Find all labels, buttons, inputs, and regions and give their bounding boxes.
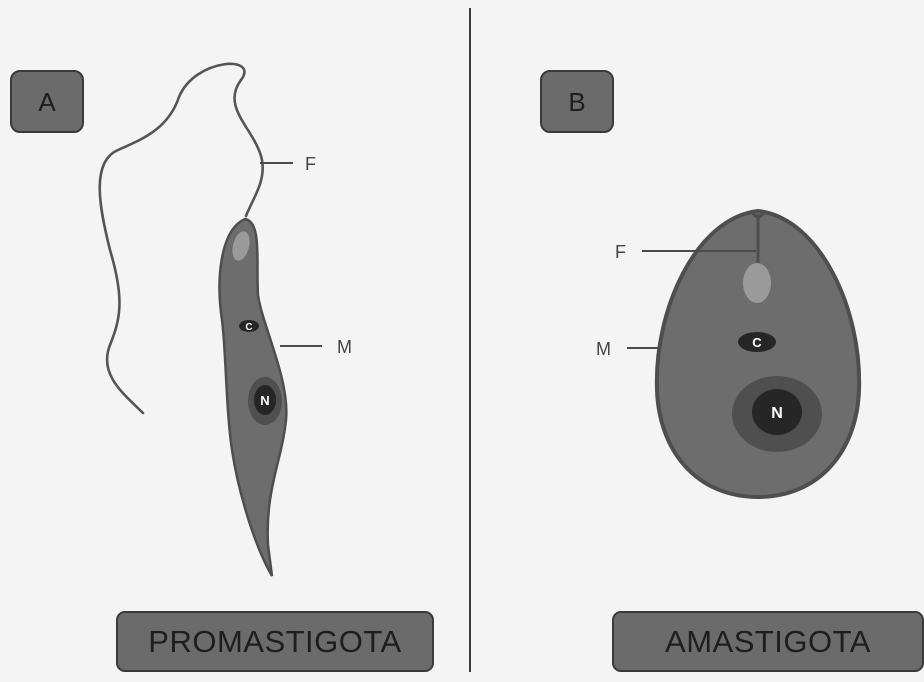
amastigote-flagellar-pocket [743, 263, 771, 303]
amastigote-nucleus-label: N [771, 405, 783, 422]
panel-a-badge: A [11, 71, 83, 132]
promastigote-kinetoplast-label: C [245, 322, 252, 333]
panel-a: A C N F M PROMASTIGOTA [11, 64, 433, 671]
promastigote-flagellum-callout: F [305, 154, 316, 174]
panel-b-title: AMASTIGOTA [665, 624, 871, 659]
panel-b-badge: B [541, 71, 613, 132]
panel-b: B C N F M AMASTIGOTA [541, 71, 923, 671]
promastigote-nucleus-label: N [260, 393, 269, 408]
amastigote-kinetoplast-label: C [752, 335, 762, 350]
amastigote-membrane-callout: M [596, 339, 611, 359]
panel-b-letter: B [568, 87, 585, 117]
amastigote-flagellum-callout: F [615, 242, 626, 262]
panel-a-title: PROMASTIGOTA [148, 624, 401, 659]
panel-a-letter: A [38, 87, 56, 117]
promastigote-membrane-callout: M [337, 337, 352, 357]
